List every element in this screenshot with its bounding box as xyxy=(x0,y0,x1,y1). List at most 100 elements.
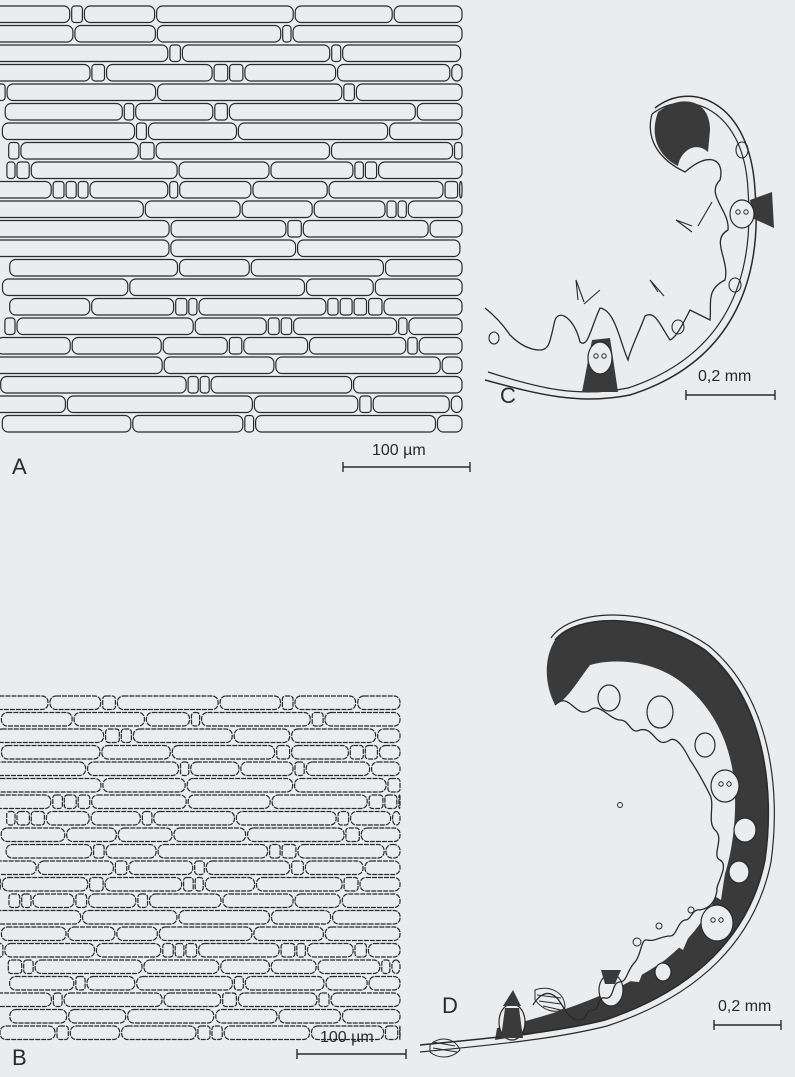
long-cell xyxy=(343,45,461,62)
long-cell xyxy=(67,396,252,413)
long-cell xyxy=(417,104,462,121)
long-cell xyxy=(130,279,305,296)
long-cell xyxy=(158,845,268,859)
long-cell xyxy=(75,26,155,43)
long-cell xyxy=(179,162,269,179)
long-cell xyxy=(182,45,329,62)
panel-a: A 100 µm xyxy=(0,0,470,480)
long-cell xyxy=(136,104,213,121)
short-cell xyxy=(229,338,241,355)
long-cell xyxy=(31,162,177,179)
short-cell xyxy=(184,878,194,892)
long-cell xyxy=(0,357,162,374)
long-cell xyxy=(308,944,354,958)
long-cell xyxy=(1,713,72,727)
short-cell xyxy=(76,977,85,991)
long-cell xyxy=(241,762,293,776)
short-cell xyxy=(386,1026,398,1040)
long-cell xyxy=(164,993,221,1007)
long-cell xyxy=(234,729,290,743)
long-cell xyxy=(0,696,48,710)
long-cell xyxy=(1,828,64,842)
long-cell xyxy=(384,299,462,316)
long-cell xyxy=(70,1026,119,1040)
short-cell xyxy=(188,377,198,394)
long-cell xyxy=(150,894,222,908)
long-cell xyxy=(0,338,70,355)
long-cell xyxy=(0,861,36,875)
long-cell xyxy=(133,416,243,433)
long-cell xyxy=(0,6,70,23)
short-cell xyxy=(138,894,148,908)
long-cell xyxy=(0,201,143,218)
short-cell xyxy=(214,65,228,82)
long-cell xyxy=(5,104,122,121)
short-cell xyxy=(7,162,15,179)
panel-c-scale-label: 0,2 mm xyxy=(698,369,751,385)
long-cell xyxy=(236,812,336,826)
short-cell xyxy=(388,779,400,793)
long-cell xyxy=(5,944,95,958)
long-cell xyxy=(0,221,169,238)
long-cell xyxy=(245,65,336,82)
panel-b-scale-bar xyxy=(296,1047,408,1061)
long-cell xyxy=(361,828,400,842)
long-cell xyxy=(375,279,462,296)
long-cell xyxy=(2,416,131,433)
long-cell xyxy=(137,977,233,991)
short-cell xyxy=(22,894,31,908)
panel-a-epidermis-drawing xyxy=(0,0,470,440)
short-cell xyxy=(355,162,364,179)
long-cell xyxy=(10,977,74,991)
short-cell xyxy=(332,45,341,62)
short-cell xyxy=(328,299,338,316)
long-cell xyxy=(50,696,101,710)
long-cell xyxy=(272,911,331,925)
long-cell xyxy=(392,960,400,974)
long-cell xyxy=(2,123,134,140)
long-cell xyxy=(314,201,385,218)
long-cell xyxy=(0,993,51,1007)
long-cell xyxy=(172,746,274,760)
long-cell xyxy=(0,762,86,776)
short-cell xyxy=(5,318,15,335)
long-cell xyxy=(372,762,400,776)
long-cell xyxy=(92,299,174,316)
short-cell xyxy=(212,1026,222,1040)
long-cell xyxy=(74,713,144,727)
long-cell xyxy=(199,944,280,958)
long-cell xyxy=(21,143,138,160)
long-cell xyxy=(133,729,232,743)
long-cell xyxy=(211,377,352,394)
long-cell xyxy=(122,1026,196,1040)
long-cell xyxy=(0,911,81,925)
long-cell xyxy=(156,143,329,160)
long-cell xyxy=(254,927,324,941)
long-cell xyxy=(146,713,189,727)
long-cell xyxy=(419,338,462,355)
long-cell xyxy=(2,746,100,760)
long-cell xyxy=(0,26,73,43)
long-cell xyxy=(0,779,101,793)
long-cell xyxy=(88,762,179,776)
long-cell xyxy=(64,993,162,1007)
short-cell xyxy=(445,182,458,199)
short-cell xyxy=(355,944,366,958)
short-cell xyxy=(408,338,417,355)
long-cell xyxy=(254,396,357,413)
long-cell xyxy=(295,6,392,23)
long-cell xyxy=(103,779,185,793)
long-cell xyxy=(187,779,292,793)
short-cell xyxy=(319,993,329,1007)
short-cell xyxy=(195,861,205,875)
long-cell xyxy=(369,977,400,991)
short-cell xyxy=(281,318,291,335)
short-cell xyxy=(72,6,83,23)
long-cell xyxy=(0,1026,55,1040)
long-cell xyxy=(318,960,380,974)
long-cell xyxy=(238,993,317,1007)
panel-d-cross-section xyxy=(415,590,790,1065)
long-cell xyxy=(10,260,178,277)
long-cell xyxy=(409,318,462,335)
long-cell xyxy=(205,878,254,892)
